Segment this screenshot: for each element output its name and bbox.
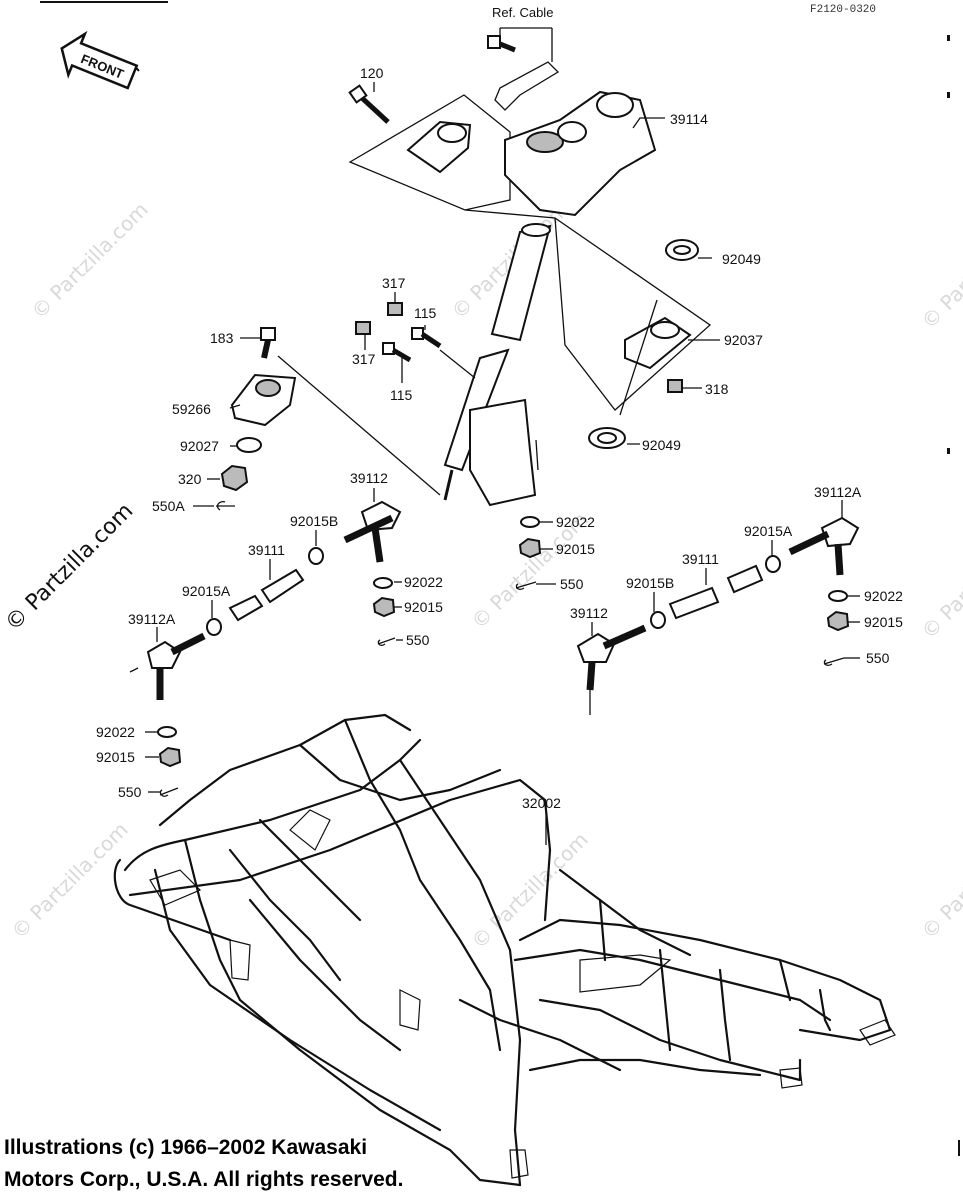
watermark-large: © Partzilla.com: [1, 499, 139, 637]
nut-318: [667, 379, 683, 393]
part-label: 92015B: [626, 575, 674, 591]
tie-rod-39111: [726, 564, 764, 594]
part-label: 92027: [180, 438, 219, 454]
tie-rod-end-39112: [576, 632, 616, 663]
part-label: 317: [382, 275, 406, 291]
part-label: 318: [705, 381, 729, 397]
part-label: 92037: [724, 332, 763, 348]
washer-92022: [520, 516, 540, 528]
edge-mark: [947, 448, 950, 454]
tie-rod-end-39112a: [146, 640, 182, 669]
bolt-183: [260, 327, 276, 359]
front-arrow: FRONT: [60, 30, 140, 90]
tie-rod-39111: [260, 568, 305, 604]
watermark: © Partzilla.com: [917, 207, 963, 333]
part-label: 120: [360, 65, 384, 81]
part-label: 39112A: [128, 611, 176, 627]
part-label: 92015: [556, 541, 595, 557]
part-label: 183: [210, 330, 234, 346]
frame-32002: [113, 713, 896, 1187]
part-label: 550: [118, 784, 142, 800]
part-label: 39112: [350, 470, 388, 486]
ref-cable-label: Ref. Cable: [492, 5, 553, 20]
copyright-line-2: Motors Corp., U.S.A. All rights reserved…: [4, 1168, 403, 1191]
washer-92022: [157, 726, 177, 738]
bolt-115: [411, 327, 442, 349]
watermark: © Partzilla.com: [7, 817, 133, 943]
cotter-pin-550: [823, 657, 845, 666]
tie-rod-end-39112a: [820, 516, 860, 548]
nut-317: [355, 321, 371, 335]
watermark: © Partzilla.com: [27, 197, 153, 323]
part-label: 92015: [96, 749, 135, 765]
pitman-arm: [469, 398, 537, 507]
nut-92015: [158, 746, 182, 768]
part-label: 32002: [522, 795, 561, 811]
part-label: 92022: [96, 724, 135, 740]
part-label: 92049: [642, 437, 681, 453]
part-label: 550: [560, 576, 584, 592]
bolt-115: [382, 342, 412, 363]
collar-92027: [236, 437, 262, 453]
handlebar-holder: [504, 90, 657, 217]
nut-92015: [826, 610, 850, 632]
part-label: 39114: [670, 111, 708, 127]
part-label: 92015A: [744, 523, 793, 539]
watermark: © Partzilla.com: [917, 517, 963, 643]
edge-mark: [947, 92, 950, 98]
part-label: 115: [390, 387, 413, 403]
part-label: 92015: [404, 599, 443, 615]
watermark-layer: © Partzilla.com © Partzilla.com © Partzi…: [1, 197, 963, 953]
nut-92015: [518, 537, 542, 559]
nut-317: [387, 302, 403, 316]
edge-mark: [958, 1140, 960, 1156]
part-labels: 120 39114 92049 92037 318 92049 317 115 …: [96, 65, 903, 811]
part-label: 550: [406, 632, 430, 648]
bolt-small: [487, 35, 501, 49]
part-label: 92022: [556, 514, 595, 530]
part-label: 115: [414, 305, 437, 321]
figure-code: F2120-0320: [810, 4, 876, 16]
leader-lines: [145, 82, 860, 793]
part-label: 59266: [172, 401, 211, 417]
locknut-92015b: [308, 547, 324, 565]
locknut-92015a: [206, 618, 222, 636]
nut-92015: [372, 596, 396, 618]
part-label: 39111: [248, 542, 285, 558]
cotter-pin-550a: [216, 500, 235, 511]
part-label: 92015: [864, 614, 903, 630]
part-label: 550A: [152, 498, 185, 514]
washer-92022: [828, 590, 848, 602]
part-label: 39112: [570, 605, 608, 621]
part-label: 320: [178, 471, 202, 487]
part-label: 92015B: [290, 513, 338, 529]
part-label: 92022: [404, 574, 443, 590]
part-label: 550: [866, 650, 890, 666]
nut-320: [220, 464, 249, 492]
part-label: 39112A: [814, 484, 862, 500]
cotter-pin-550: [377, 637, 396, 646]
part-label: 92022: [864, 588, 903, 604]
part-label: 92015A: [182, 583, 231, 599]
locknut-92015a: [765, 555, 781, 573]
washer-92022: [373, 577, 393, 589]
locknut-92015b: [650, 611, 666, 629]
bolt-120: [348, 84, 390, 124]
part-label: 317: [352, 351, 376, 367]
watermark: © Partzilla.com: [917, 817, 963, 943]
cable-guide: [494, 61, 560, 111]
copyright-line-1: Illustrations (c) 1966–2002 Kawasaki: [4, 1136, 367, 1159]
part-label: 92049: [722, 251, 761, 267]
cotter-pin-550: [159, 787, 179, 797]
edge-mark: [947, 35, 950, 41]
part-label: 39111: [682, 551, 719, 567]
cotter-pin-550: [515, 581, 537, 590]
